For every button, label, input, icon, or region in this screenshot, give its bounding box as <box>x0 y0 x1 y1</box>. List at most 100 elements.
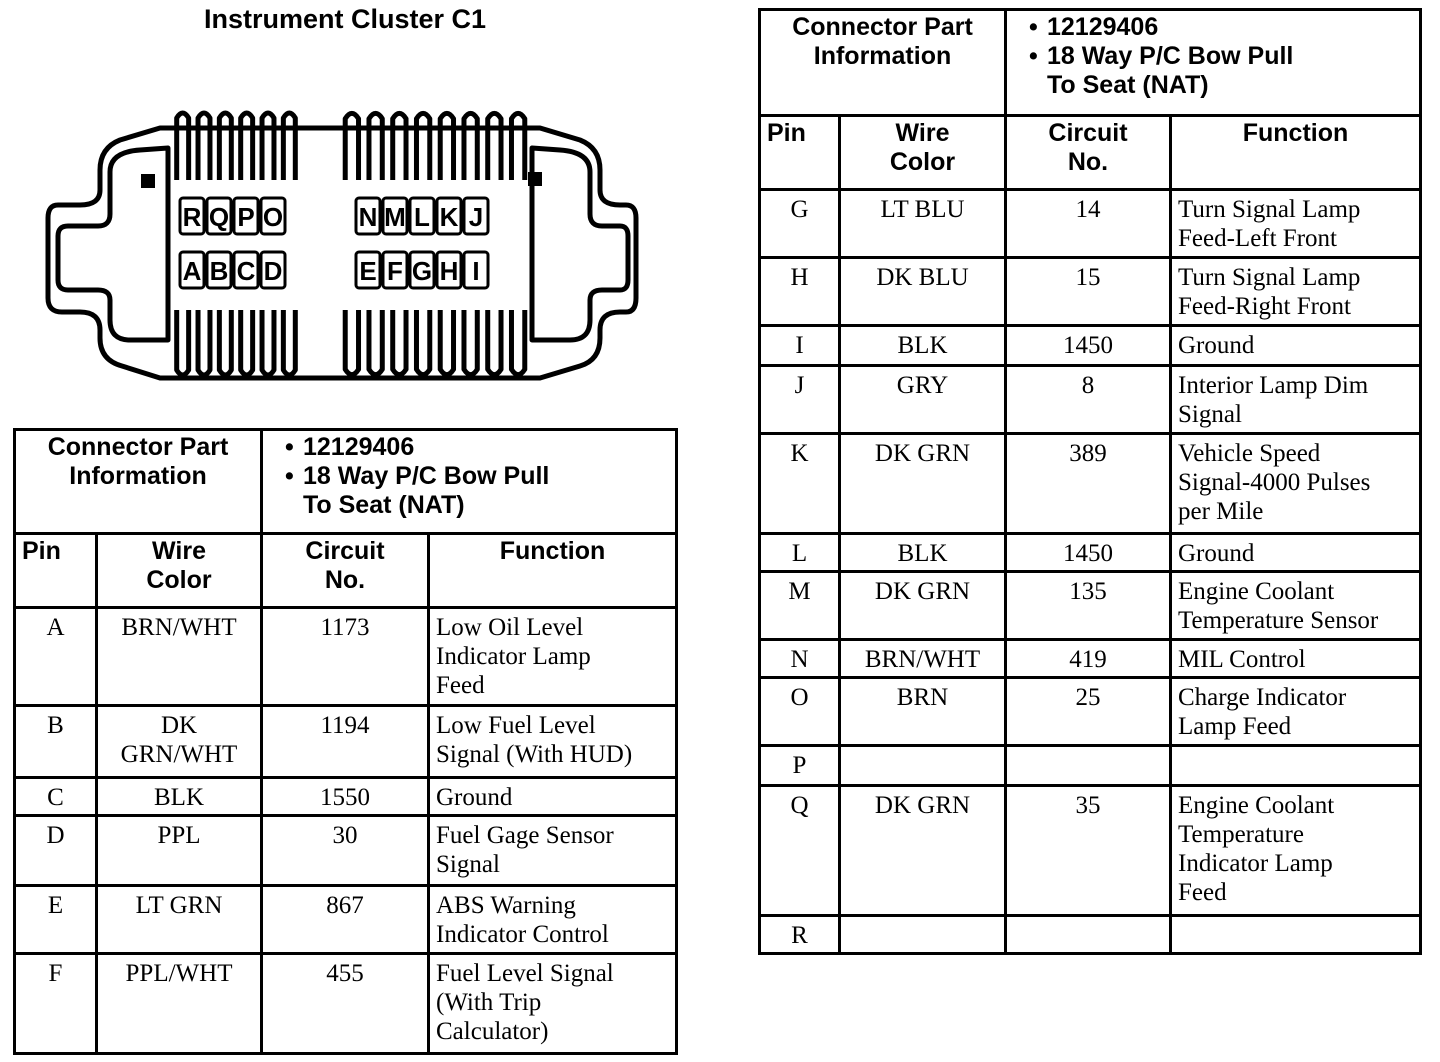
pin-cavity <box>435 250 463 290</box>
pin-label: C <box>237 256 256 286</box>
wire-color-cell: LT GRN <box>95 884 263 955</box>
polarization-mark-right <box>528 172 542 186</box>
pin-cell: F <box>13 952 98 1055</box>
pin-cavity <box>381 196 409 236</box>
pin-cavity <box>381 250 409 290</box>
pin-cavity <box>232 196 260 236</box>
pin-cavity <box>354 196 382 236</box>
circuit-cell: 1450 <box>1004 324 1172 367</box>
polarization-mark-left <box>141 174 155 188</box>
circuit-cell: 1194 <box>260 704 430 779</box>
pin-header: Pin <box>13 532 98 609</box>
wire-color-cell: DK GRN <box>838 570 1007 641</box>
wire-color-cell: BRN <box>838 676 1007 747</box>
pin-cavity <box>462 250 490 290</box>
pin-cell: P <box>758 744 841 787</box>
pin-cell: A <box>13 606 98 707</box>
diagram-title: Instrument Cluster C1 <box>203 4 487 34</box>
wire-color-cell: DK GRN <box>838 432 1007 535</box>
circuit-cell: 389 <box>1004 432 1172 535</box>
pin-label: H <box>440 256 459 286</box>
wire-color-cell <box>838 914 1007 955</box>
pin-label: Q <box>209 202 229 232</box>
wire-color-cell: BLK <box>838 532 1007 573</box>
part-info-row: Connector PartInformation1212940618 Way … <box>758 8 1423 117</box>
function-cell: Ground <box>1168 324 1423 367</box>
wire-color-cell: PPL <box>95 814 263 887</box>
circuit-cell: 14 <box>1004 188 1172 259</box>
connector-type: 18 Way P/C Bow Pull <box>1029 42 1413 71</box>
seal-left-outline <box>55 145 171 343</box>
pin-cell: I <box>758 324 841 367</box>
seal-right-outline <box>529 145 631 343</box>
function-header: Function <box>426 532 679 609</box>
part-number: 12129406 <box>1029 13 1413 42</box>
pin-cavity <box>435 196 463 236</box>
circuit-cell <box>1004 744 1172 787</box>
circuit-cell: 1173 <box>260 606 430 707</box>
wire-color-cell: GRY <box>838 364 1007 435</box>
circuit-cell: 25 <box>1004 676 1172 747</box>
circuit-cell: 8 <box>1004 364 1172 435</box>
pin-cavity <box>178 250 206 290</box>
function-cell: Ground <box>426 776 679 817</box>
pin-cavity <box>462 196 490 236</box>
table-row: R <box>758 914 1423 955</box>
circuit-cell <box>1004 914 1172 955</box>
wire-color-cell: BLK <box>838 324 1007 367</box>
pin-label: G <box>412 256 432 286</box>
pin-label: F <box>387 256 403 286</box>
circuit-cell: 35 <box>1004 784 1172 917</box>
pin-label: D <box>264 256 283 286</box>
pin-cavity <box>205 250 233 290</box>
pin-label: B <box>210 256 229 286</box>
circuit-cell: 1550 <box>260 776 430 817</box>
table-row: P <box>758 744 1423 787</box>
pin-cavity <box>232 250 260 290</box>
wire-color-cell: LT BLU <box>838 188 1007 259</box>
function-cell <box>1168 914 1423 955</box>
pin-label: P <box>237 202 254 232</box>
pin-cell: G <box>758 188 841 259</box>
wire-color-cell: BLK <box>95 776 263 817</box>
wire-color-cell: PPL/WHT <box>95 952 263 1055</box>
pin-cavity <box>259 196 287 236</box>
pin-cell: H <box>758 256 841 327</box>
pin-label: N <box>359 202 378 232</box>
pin-cell: Q <box>758 784 841 917</box>
circuit-cell: 455 <box>260 952 430 1055</box>
pin-cavity <box>408 196 436 236</box>
pin-label: I <box>472 256 479 286</box>
pin-label: K <box>440 202 459 232</box>
pin-label: M <box>384 202 406 232</box>
function-cell: MIL Control <box>1168 638 1423 679</box>
function-cell: Ground <box>1168 532 1423 573</box>
